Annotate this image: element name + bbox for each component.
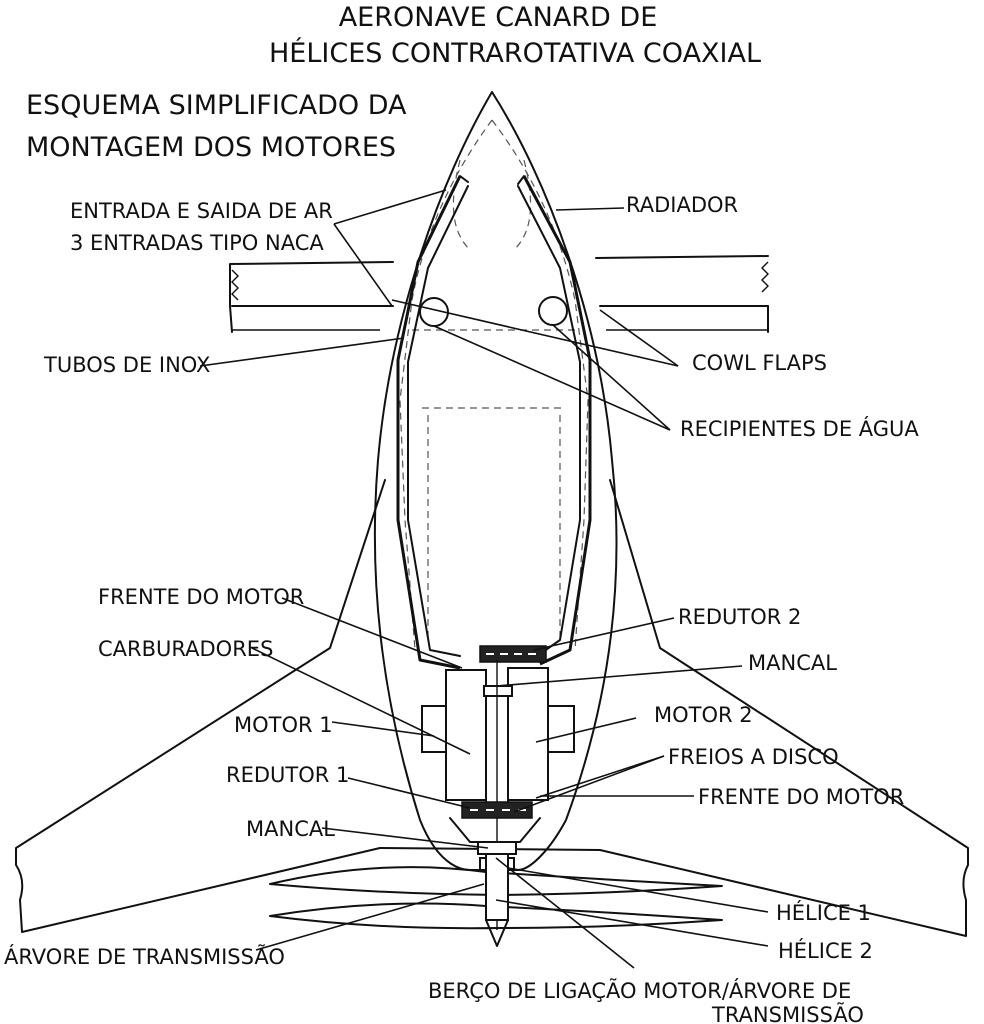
leader-lines bbox=[199, 189, 769, 969]
drive-shaft bbox=[485, 853, 509, 947]
label-reducer-2: REDUTOR 2 bbox=[678, 605, 801, 629]
engine-assembly bbox=[421, 645, 575, 930]
label-propeller-1: HÉLICE 1 bbox=[776, 900, 871, 925]
label-water-tanks: RECIPIENTES DE ÁGUA bbox=[680, 416, 919, 441]
label-air-intake-line-1: ENTRADA E SAIDA DE AR bbox=[70, 199, 333, 223]
subtitle-line-1: ESQUEMA SIMPLIFICADO DA bbox=[26, 90, 407, 121]
label-stainless-tubes: TUBOS DE INOX bbox=[43, 353, 210, 377]
label-motor-2: MOTOR 2 bbox=[654, 703, 753, 727]
water-tanks bbox=[419, 296, 568, 327]
label-cradle-line-1: BERÇO DE LIGAÇÃO MOTOR/ÁRVORE DE bbox=[428, 977, 851, 1003]
label-engine-front-right: FRENTE DO MOTOR bbox=[698, 785, 904, 809]
label-cradle-line-2: TRANSMISSÃO bbox=[711, 1001, 864, 1024]
title-line-1: AERONAVE CANARD DE bbox=[339, 2, 658, 33]
label-bearing-bottom: MANCAL bbox=[246, 817, 335, 841]
label-disc-brakes: FREIOS A DISCO bbox=[668, 745, 839, 769]
label-propeller-2: HÉLICE 2 bbox=[778, 938, 873, 963]
label-air-intake-line-2: 3 ENTRADAS TIPO NACA bbox=[70, 231, 324, 255]
canard-wing bbox=[229, 255, 769, 333]
label-engine-front-left: FRENTE DO MOTOR bbox=[98, 585, 304, 609]
label-radiator: RADIADOR bbox=[626, 193, 738, 217]
fuselage bbox=[373, 91, 618, 871]
label-drive-shaft: ÁRVORE DE TRANSMISSÃO bbox=[4, 943, 285, 969]
subtitle-line-2: MONTAGEM DOS MOTORES bbox=[26, 132, 396, 163]
label-bearing-top: MANCAL bbox=[748, 651, 837, 675]
label-motor-1: MOTOR 1 bbox=[234, 713, 333, 737]
label-reducer-1: REDUTOR 1 bbox=[226, 763, 349, 787]
label-carburetors: CARBURADORES bbox=[98, 637, 273, 661]
label-cowl-flaps: COWL FLAPS bbox=[692, 351, 827, 375]
title-line-2: HÉLICES CONTRAROTATIVA COAXIAL bbox=[269, 37, 761, 69]
